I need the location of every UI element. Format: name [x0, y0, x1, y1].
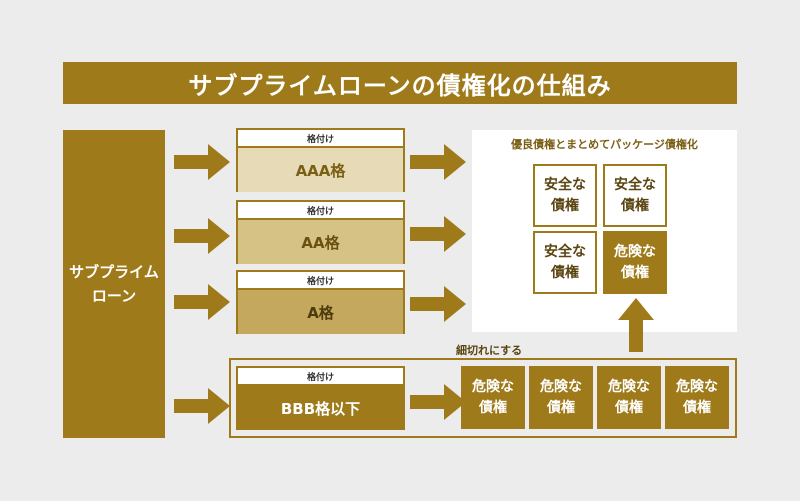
arrow-right-icon	[174, 388, 230, 424]
risky-bond: 危険な 債権	[665, 366, 729, 429]
rating-header: 格付け	[238, 272, 403, 290]
tranche-label: BBB格以下	[238, 386, 403, 430]
arrow-right-icon	[410, 384, 466, 420]
arrow-right-icon	[410, 144, 466, 180]
tranche-a: 格付け A格	[236, 270, 405, 334]
rating-header: 格付け	[238, 368, 403, 386]
bbb-frame	[229, 358, 737, 438]
split-label: 細切れにする	[456, 344, 523, 357]
risky-bond: 危険な 債権	[603, 231, 667, 294]
arrow-right-icon	[410, 286, 466, 322]
tranche-label: A格	[238, 290, 403, 334]
safe-bond: 安全な 債権	[533, 164, 597, 227]
risky-bond: 危険な 債権	[529, 366, 593, 429]
safe-bond: 安全な 債権	[603, 164, 667, 227]
subprime-loan-block: サブプライム ローン	[63, 130, 165, 438]
arrow-right-icon	[174, 218, 230, 254]
tranche-label: AA格	[238, 220, 403, 264]
tranche-aaa: 格付け AAA格	[236, 128, 405, 192]
tranche-bbb: 格付け BBB格以下	[236, 366, 405, 430]
arrow-right-icon	[410, 216, 466, 252]
risky-bond: 危険な 債権	[597, 366, 661, 429]
rating-header: 格付け	[238, 202, 403, 220]
arrow-right-icon	[174, 284, 230, 320]
risky-bond: 危険な 債権	[461, 366, 525, 429]
tranche-label: AAA格	[238, 148, 403, 192]
arrow-up-icon	[618, 298, 654, 352]
page-title: サブプライムローンの債権化の仕組み	[63, 62, 737, 104]
rating-header: 格付け	[238, 130, 403, 148]
package-title: 優良債権とまとめてパッケージ債権化	[511, 138, 698, 151]
tranche-aa: 格付け AA格	[236, 200, 405, 264]
arrow-right-icon	[174, 144, 230, 180]
safe-bond: 安全な 債権	[533, 231, 597, 294]
